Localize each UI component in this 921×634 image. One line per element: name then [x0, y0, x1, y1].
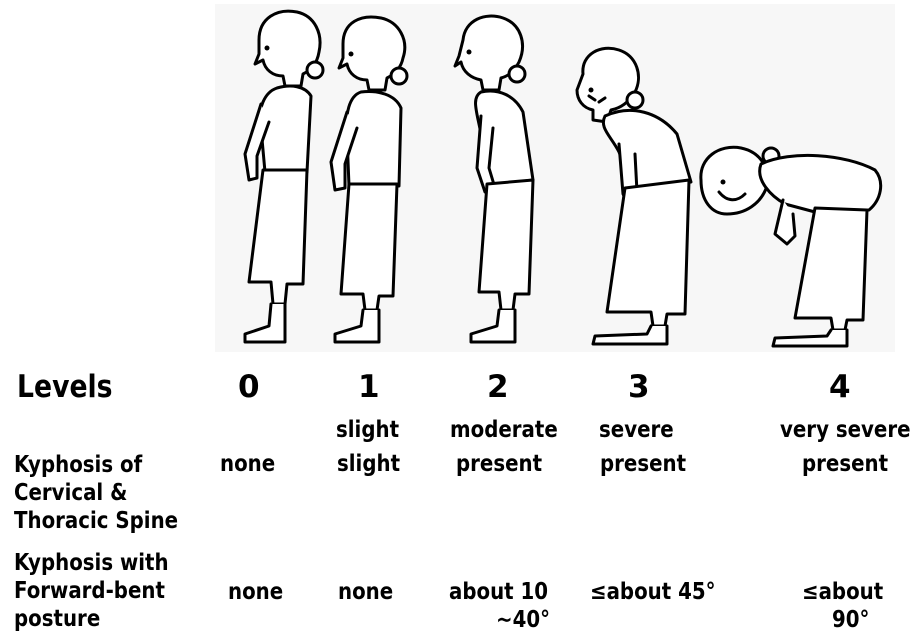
levels-label: Levels: [17, 372, 113, 403]
level-descriptor-2: moderate: [450, 419, 558, 442]
row-label-forward-line2: Forward-bent: [14, 577, 169, 605]
cervical-level-4: present: [802, 453, 888, 476]
figure-level-3: [577, 48, 691, 344]
row-label-cervical-line1: Kyphosis of: [14, 451, 178, 479]
forward-level-3: ≤about 45°: [590, 581, 716, 604]
forward-level-1: none: [338, 581, 393, 604]
level-number-4: 4: [829, 372, 851, 403]
level-number-1: 1: [358, 372, 380, 403]
figure-level-0: [245, 11, 323, 342]
kyphosis-illustration: [215, 4, 895, 352]
level-descriptor-1: slight: [336, 419, 399, 442]
row-label-forward-line3: posture: [14, 605, 169, 633]
forward-level-0: none: [228, 581, 283, 604]
level-number-0: 0: [238, 372, 260, 403]
row-label-cervical-line3: Thoracic Spine: [14, 507, 178, 535]
forward-level-2-line2: ∼40°: [496, 609, 550, 632]
cervical-level-3: present: [600, 453, 686, 476]
row-label-forward: Kyphosis with Forward-bent posture: [14, 549, 169, 633]
level-number-2: 2: [487, 372, 509, 403]
forward-level-4: ≤about: [802, 581, 883, 604]
level-descriptor-3: severe: [599, 419, 674, 442]
level-descriptor-4: very severe: [780, 419, 911, 442]
forward-level-4-line2: 90°: [832, 609, 869, 632]
cervical-level-1: slight: [337, 453, 400, 476]
cervical-level-0: none: [220, 453, 275, 476]
cervical-level-2: present: [456, 453, 542, 476]
forward-level-2: about 10: [449, 581, 548, 604]
row-label-cervical-line2: Cervical &: [14, 479, 178, 507]
row-label-cervical: Kyphosis of Cervical & Thoracic Spine: [14, 451, 178, 535]
figure-level-1: [331, 17, 407, 342]
level-number-3: 3: [628, 372, 650, 403]
row-label-forward-line1: Kyphosis with: [14, 549, 169, 577]
figure-level-2: [455, 16, 533, 342]
figure-level-4: [701, 147, 881, 346]
